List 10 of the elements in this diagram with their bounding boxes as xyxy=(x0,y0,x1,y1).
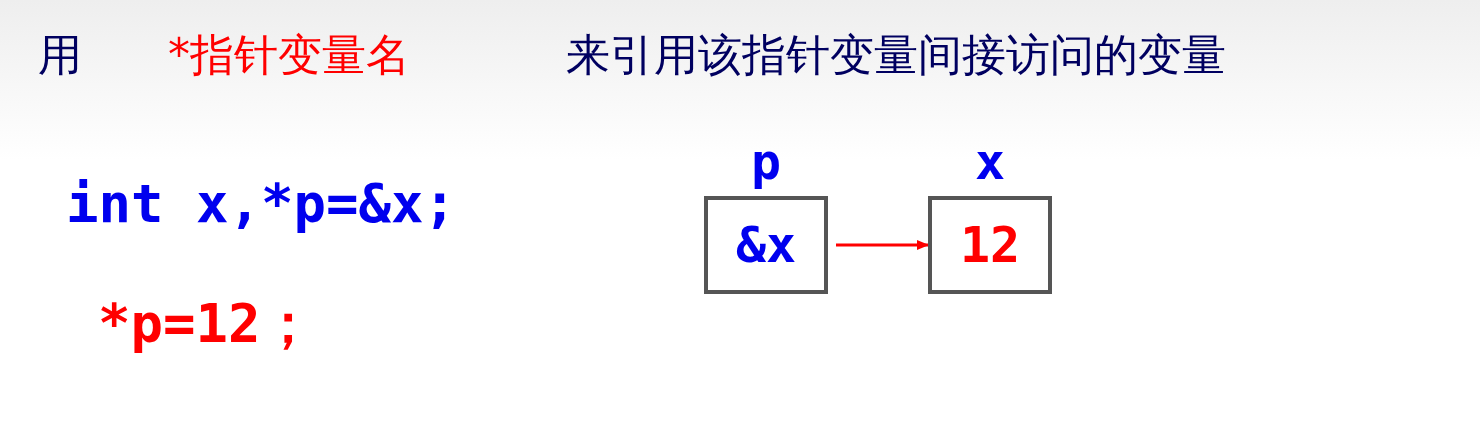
code-line: int x,*p=&x; xyxy=(66,172,457,235)
value-box: 12 xyxy=(928,196,1052,294)
variable-name: x xyxy=(973,134,1007,190)
heading-text: *指针变量名 xyxy=(168,28,410,82)
value-box: &x xyxy=(704,196,828,294)
heading-text: 来引用该指针变量间接访问的变量 xyxy=(566,28,1226,82)
variable-name: p xyxy=(749,134,783,190)
arrow xyxy=(836,240,929,250)
code-line: *p=12； xyxy=(98,291,315,357)
heading-text: 用 xyxy=(38,28,82,82)
